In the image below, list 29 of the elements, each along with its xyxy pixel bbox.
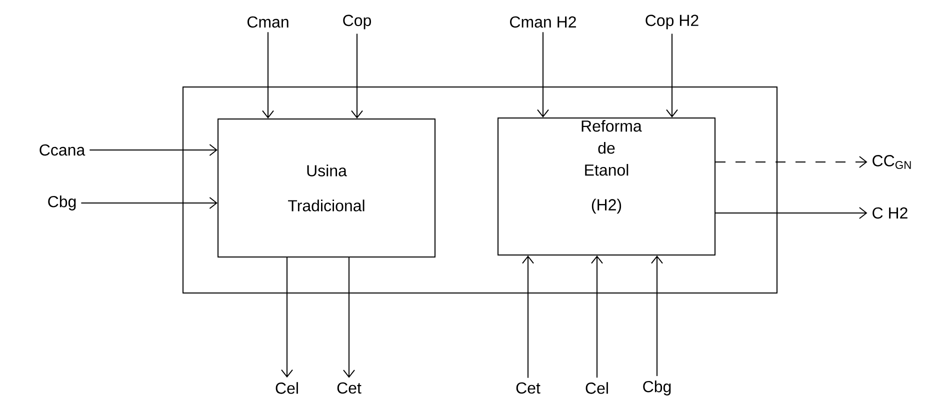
arrow xyxy=(351,33,363,118)
cost-label: Cel xyxy=(586,382,608,394)
arrow xyxy=(666,33,678,118)
arrow xyxy=(591,256,603,378)
arrow xyxy=(80,197,218,209)
arrow xyxy=(281,257,293,378)
arrow xyxy=(537,32,549,118)
cost-label: Cbg xyxy=(48,196,76,210)
cost-label: Cop H2 xyxy=(646,14,698,30)
arrow xyxy=(89,144,218,156)
arrow xyxy=(262,32,274,118)
cost-label: Ccana xyxy=(40,144,86,156)
boundary-box xyxy=(182,86,778,294)
process-box: Reforma de Etanol (H2) xyxy=(498,118,716,256)
dashed-arrow xyxy=(715,156,868,168)
arrow xyxy=(715,207,868,219)
arrow xyxy=(343,257,355,378)
process-box: Usina Tradicional xyxy=(218,118,436,258)
cost-label: Cel xyxy=(276,382,298,394)
cost-label: C H2 xyxy=(872,207,908,219)
cost-label: Cman xyxy=(247,16,288,28)
cost-label: Cet xyxy=(516,382,540,394)
cost-label: CC$_{GN}$ xyxy=(872,155,911,169)
cost-label: Cop xyxy=(343,14,371,30)
arrow xyxy=(522,256,534,378)
arrow xyxy=(651,256,663,377)
cost-label: Cman H2 xyxy=(510,16,576,28)
cost-label: Cbg xyxy=(643,380,671,396)
cost-label: Cet xyxy=(337,382,362,394)
